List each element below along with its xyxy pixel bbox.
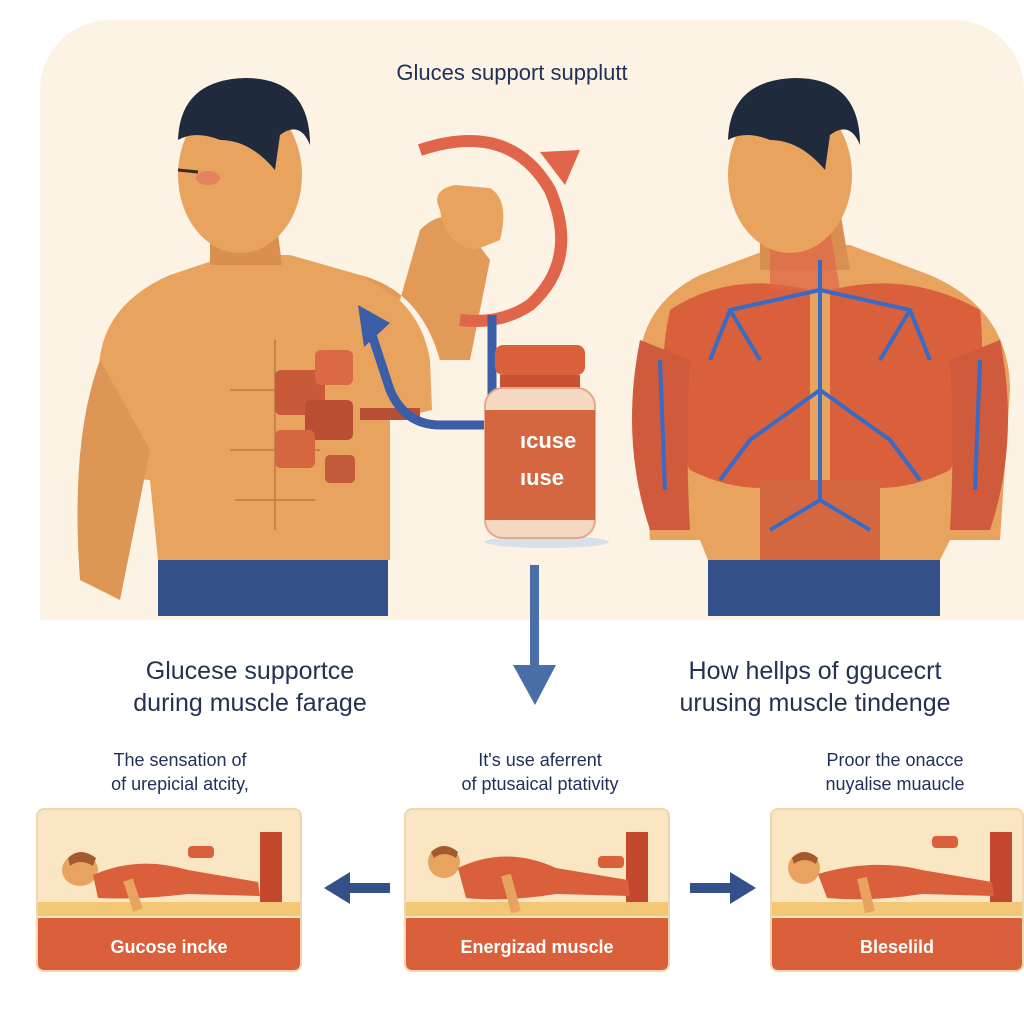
sub-caption-1-line1: The sensation of [113,750,247,770]
damaged-muscle-patch [275,350,355,483]
plank-figure-2 [406,832,668,916]
panel-energized-muscle: Energizad muscle [404,808,670,972]
plank-figure-3 [772,832,1022,916]
panel-result: Bleselild [770,808,1024,972]
sub-caption-3: Proor the onacce nuyalise muaucle [780,748,1010,796]
down-arrow [513,565,556,705]
panel-1-band [38,918,300,970]
panel-3-band [772,918,1022,970]
caption-left-line2: during muscle farage [133,689,367,717]
caption-left-line1: Glucese supportce [145,657,355,685]
left-figure-illustration [77,78,504,616]
sub-caption-3-line2: nuyalise muaucle [825,774,965,794]
panel-3-label: Bleselild [859,937,935,957]
jar-label-line1: ıcuse [520,428,577,453]
sub-caption-2-line1: It's use aferrent [478,750,602,770]
blue-uptake-arrow [358,305,497,430]
right-arrow [690,872,756,904]
sub-caption-1: The sensation of of urepicial atcity, [60,748,300,796]
caption-right: How hellps of ggucecrt urusing muscle ti… [630,655,1000,719]
vein-network [658,260,982,532]
right-figure-illustration [632,78,1010,616]
sub-caption-3-line1: Proor the onacce [826,750,964,770]
sub-caption-2-line2: of ptusaical ptativity [461,774,619,794]
page-title: Gluces support supplutt [396,60,628,85]
caption-left: Glucese supportce during muscle farage [90,655,410,719]
jar-label-line2: ıuse [520,465,565,490]
sub-caption-1-line2: of urepicial atcity, [111,774,249,794]
red-cycle-arrow [418,135,580,327]
caption-right-line1: How hellps of ggucecrt [688,657,942,685]
panel-1-label: Gucose incke [110,937,228,957]
left-arrow [324,872,390,904]
panel-glucose-intake: Gucose incke [36,808,302,972]
sub-caption-2: It's use aferrent of ptusaical ptativity [420,748,660,796]
caption-right-line2: urusing muscle tindenge [679,689,951,717]
glucose-jar [484,345,609,548]
plank-figure-1 [38,832,300,916]
panel-2-band [406,918,668,970]
panel-2-label: Energizad muscle [460,937,614,957]
